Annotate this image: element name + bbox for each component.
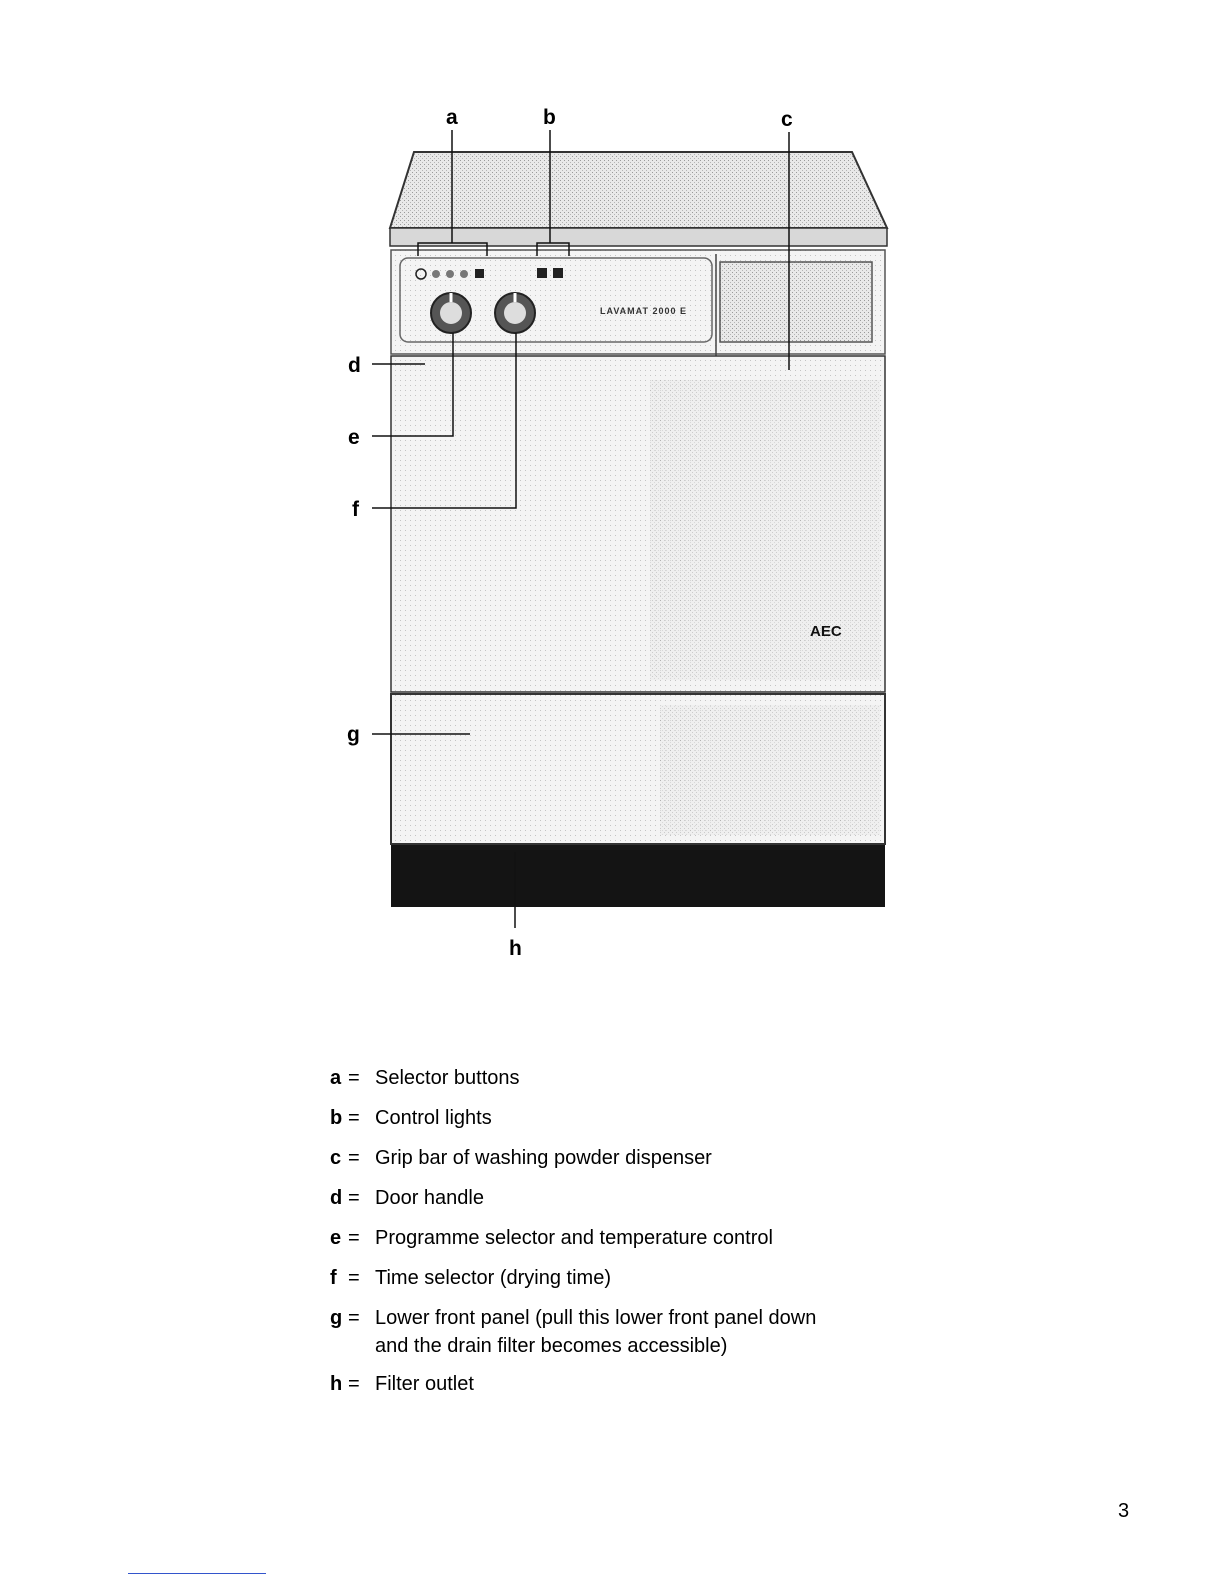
washing-machine-figure: LAVAMAT 2000 E AEC [347,106,889,960]
legend-row-b: b = Control lights [330,1104,950,1132]
callout-b: b [543,106,556,129]
legend-key: c [330,1147,342,1169]
legend-key: a [330,1067,342,1089]
legend-description: Programme selector and temperature contr… [375,1227,773,1249]
legend-row-c: c = Grip bar of washing powder dispenser [330,1144,950,1172]
lower-panel-shading [660,705,880,835]
control-lights [537,268,563,278]
legend-equals: = [348,1373,360,1395]
callout-c: c [781,108,793,131]
legend-key: b [330,1107,343,1129]
dispenser-drawer [719,261,873,343]
legend-description: Selector buttons [375,1067,520,1089]
callout-a: a [446,106,458,129]
legend-equals: = [348,1307,360,1329]
legend-row-d: d = Door handle [330,1184,950,1212]
time-dial [494,292,536,334]
page-number: 3 [1118,1500,1130,1522]
legend-description: Filter outlet [375,1373,474,1395]
legend-equals: = [348,1147,360,1169]
legend-row-e: e = Programme selector and temperature c… [330,1224,950,1252]
programme-dial [430,292,472,334]
machine-lid [388,151,889,229]
legend-equals: = [348,1227,360,1249]
legend-description: Lower front panel (pull this lower front… [375,1307,817,1357]
lid-edge [389,227,888,247]
legend-equals: = [348,1067,360,1089]
legend-description: Door handle [375,1187,484,1209]
legend-key: e [330,1227,342,1249]
callout-g: g [347,723,360,746]
legend-description: Grip bar of washing powder dispenser [375,1147,712,1169]
callout-h: h [509,937,522,960]
legend-key: h [330,1373,343,1395]
callout-f: f [352,498,360,521]
legend-row-a: a = Selector buttons [330,1064,950,1092]
callout-e: e [348,426,360,449]
legend-description: Control lights [375,1107,492,1129]
callout-d: d [348,354,361,377]
footer-rule [128,1573,266,1574]
legend-row-h: h = Filter outlet [330,1370,950,1398]
panel-brand-text: LAVAMAT 2000 E [600,306,687,316]
selector-buttons [415,268,484,280]
callout-lines [372,130,790,928]
legend-description: Time selector (drying time) [375,1267,611,1289]
legend-row-f: f = Time selector (drying time) [330,1264,950,1292]
legend-key: d [330,1187,343,1209]
legend-equals: = [348,1107,360,1129]
figure-legend: a = Selector buttons b = Control lights … [330,1064,950,1410]
door-shading [650,380,880,680]
legend-key: f [330,1267,337,1289]
legend-row-g: g = Lower front panel (pull this lower f… [330,1304,950,1360]
aeg-logo: AEC [810,623,842,640]
legend-key: g [330,1307,343,1329]
machine-plinth [391,845,885,907]
legend-equals: = [348,1187,360,1209]
control-panel-inset [399,257,713,343]
legend-equals: = [348,1267,360,1289]
